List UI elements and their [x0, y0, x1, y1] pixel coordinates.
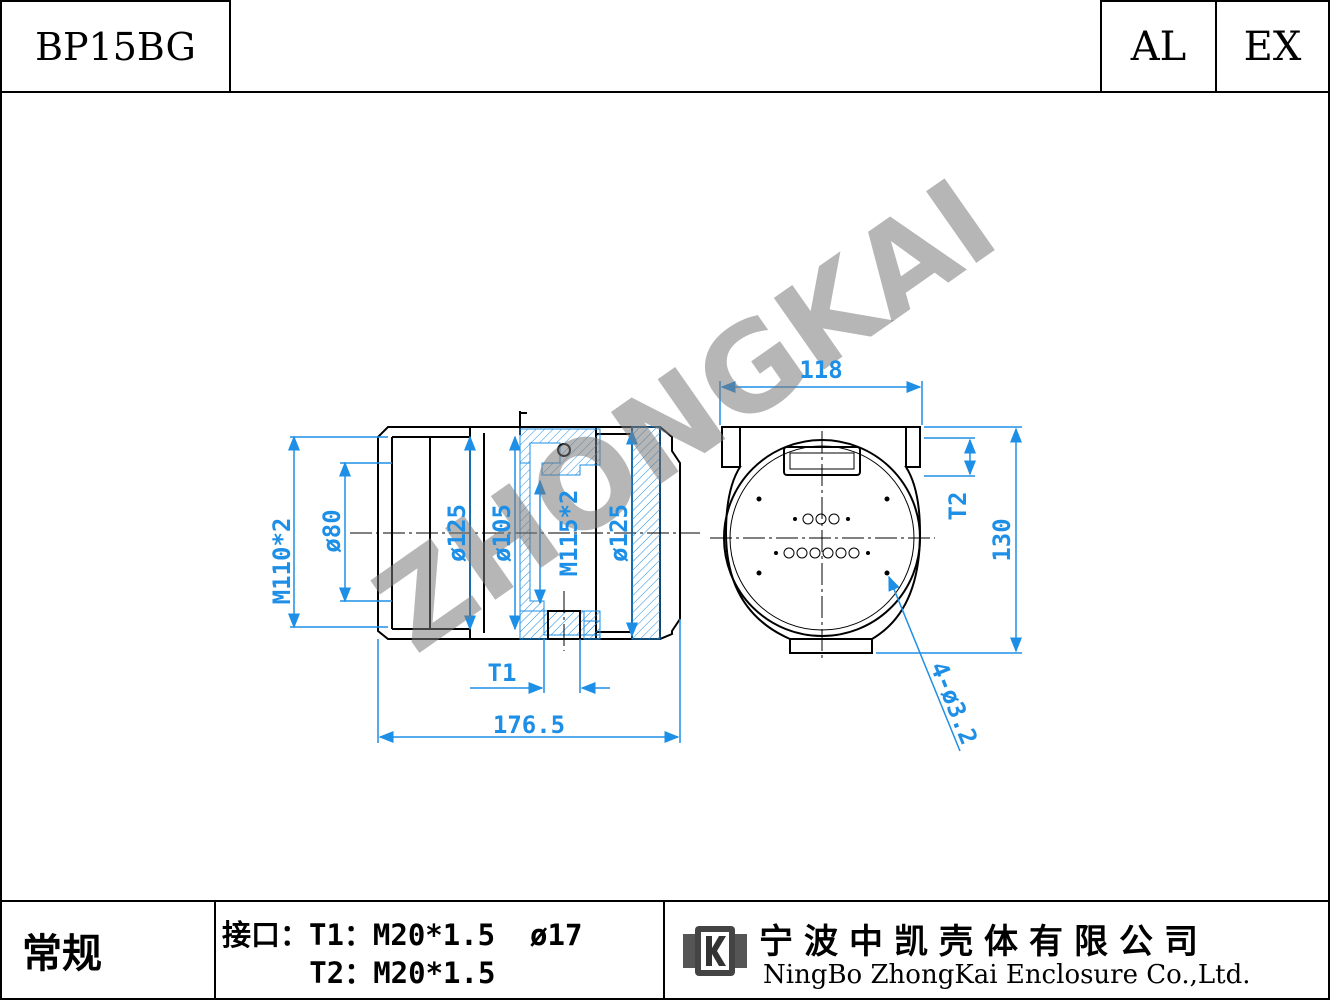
company-block: 宁波中凯壳体有限公司 NingBo ZhongKai Enclosure Co.… [663, 900, 1330, 1000]
model-code: BP15BG [0, 0, 231, 93]
watermark-text: ZHONGKAI [352, 154, 1021, 680]
dim-dia-105: ø105 [488, 504, 516, 562]
dim-dia-80: ø80 [318, 509, 346, 552]
dim-thread-outer: M110*2 [268, 518, 296, 605]
dim-dia-125-left: ø125 [443, 504, 471, 562]
port-spec-line-2: T2：M20*1.5 [222, 956, 496, 990]
port-spec: 接口：T1：M20*1.5 ø17 T2：M20*1.5 [214, 900, 665, 1000]
company-logo-icon [683, 926, 747, 976]
dim-thread-inner: M115*2 [555, 490, 583, 577]
enclosure-type: 常规 [0, 900, 216, 1000]
dim-port-t1: T1 [488, 659, 517, 687]
port-spec-line-1: 接口：T1：M20*1.5 ø17 [222, 918, 583, 952]
dim-dia-125-right: ø125 [605, 504, 633, 562]
material-code: AL [1100, 0, 1217, 93]
dim-length: 176.5 [493, 711, 565, 739]
side-dimensions [288, 429, 681, 743]
technical-drawing: ZHONGKAI M110*2 ø80 ø125 ø105 M115*2 ø12… [268, 154, 1022, 752]
company-name-en: NingBo ZhongKai Enclosure Co.,Ltd. [763, 960, 1251, 990]
certification-code: EX [1215, 0, 1330, 93]
company-name-cn: 宁波中凯壳体有限公司 [759, 922, 1209, 962]
front-view [710, 426, 935, 661]
dim-port-t2: T2 [944, 492, 972, 521]
dim-height: 130 [988, 518, 1016, 561]
terminal-row-bottom [774, 547, 870, 559]
dim-holes: 4-ø3.2 [924, 658, 982, 749]
front-dimensions [719, 381, 1022, 752]
dim-width: 118 [799, 356, 842, 384]
terminal-row-top [793, 513, 850, 525]
